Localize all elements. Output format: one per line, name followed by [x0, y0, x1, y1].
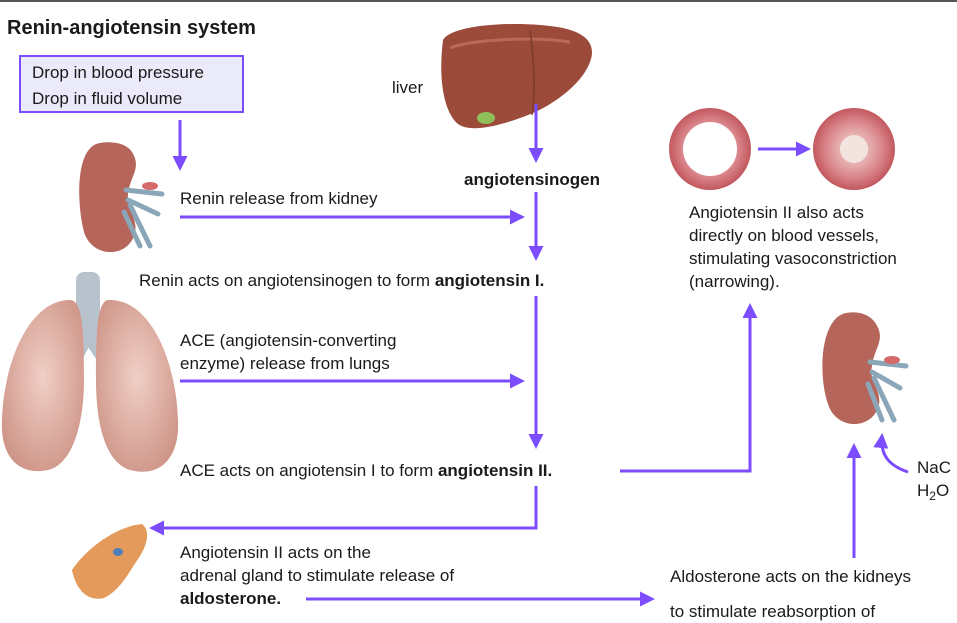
trigger-box: Drop in blood pressure Drop in fluid vol…: [19, 55, 244, 113]
step-angiotensin-2-text: ACE acts on angiotensin I to form: [180, 461, 438, 480]
ace-release-line-1: ACE (angiotensin-converting: [180, 331, 397, 350]
vessel-text-line-3: stimulating vasoconstriction: [689, 249, 897, 268]
vessel-text-line-4: (narrowing).: [689, 272, 780, 291]
kidney-illustration-right: [822, 312, 909, 425]
trigger-line-2: Drop in fluid volume: [32, 89, 183, 108]
nacl-label: NaC: [917, 458, 952, 477]
angiotensin-2-term: angiotensin II.: [437, 461, 553, 480]
kidney-text-line-1: Aldosterone acts on the kidneys: [670, 567, 911, 586]
adrenal-text-line-2: adrenal gland to stimulate release of: [180, 566, 455, 585]
arrow-ang2-to-vessels: [620, 303, 758, 473]
water-label-base: H: [917, 481, 930, 500]
step-angiotensin-1: Renin acts on angiotensinogen to form an…: [139, 270, 544, 292]
vessel-text-line-2: directly on blood vessels,: [689, 226, 879, 245]
arrows: [149, 104, 909, 607]
liver-label: liver: [392, 78, 424, 97]
arrow-nacl-reabsorption: [873, 433, 909, 474]
kidney-text-line-2: to stimulate reabsorption of: [670, 602, 876, 621]
water-label-subscript: 2: [929, 489, 936, 503]
top-border: [0, 0, 957, 2]
angiotensin-1-term: angiotensin I.: [434, 271, 545, 290]
arrow-ang2-to-adrenal: [149, 486, 538, 536]
adrenal-gland-illustration: [72, 524, 148, 599]
step-angiotensin-2: ACE acts on angiotensin I to form angiot…: [180, 460, 552, 482]
water-label-tail: O: [935, 481, 950, 500]
kidney-illustration-left: [79, 142, 165, 253]
vessel-text-line-1: Angiotensin II also acts: [689, 203, 864, 222]
angiotensinogen-label: angiotensinogen: [464, 170, 600, 189]
renin-release-label: Renin release from kidney: [180, 189, 378, 208]
ace-release-line-2: enzyme) release from lungs: [180, 354, 390, 373]
diagram-title: Renin-angiotensin system: [7, 17, 256, 39]
adrenal-text-line-1: Angiotensin II acts on the: [180, 543, 371, 562]
lungs-illustration: [1, 272, 179, 472]
trigger-line-1: Drop in blood pressure: [32, 63, 204, 82]
blood-vessel-illustrations: [669, 108, 895, 190]
aldosterone-term: aldosterone.: [180, 589, 282, 608]
liver-illustration: [441, 24, 592, 129]
step-angiotensin-1-text: Renin acts on angiotensinogen to form: [139, 271, 435, 290]
water-label: H2O: [917, 480, 949, 502]
